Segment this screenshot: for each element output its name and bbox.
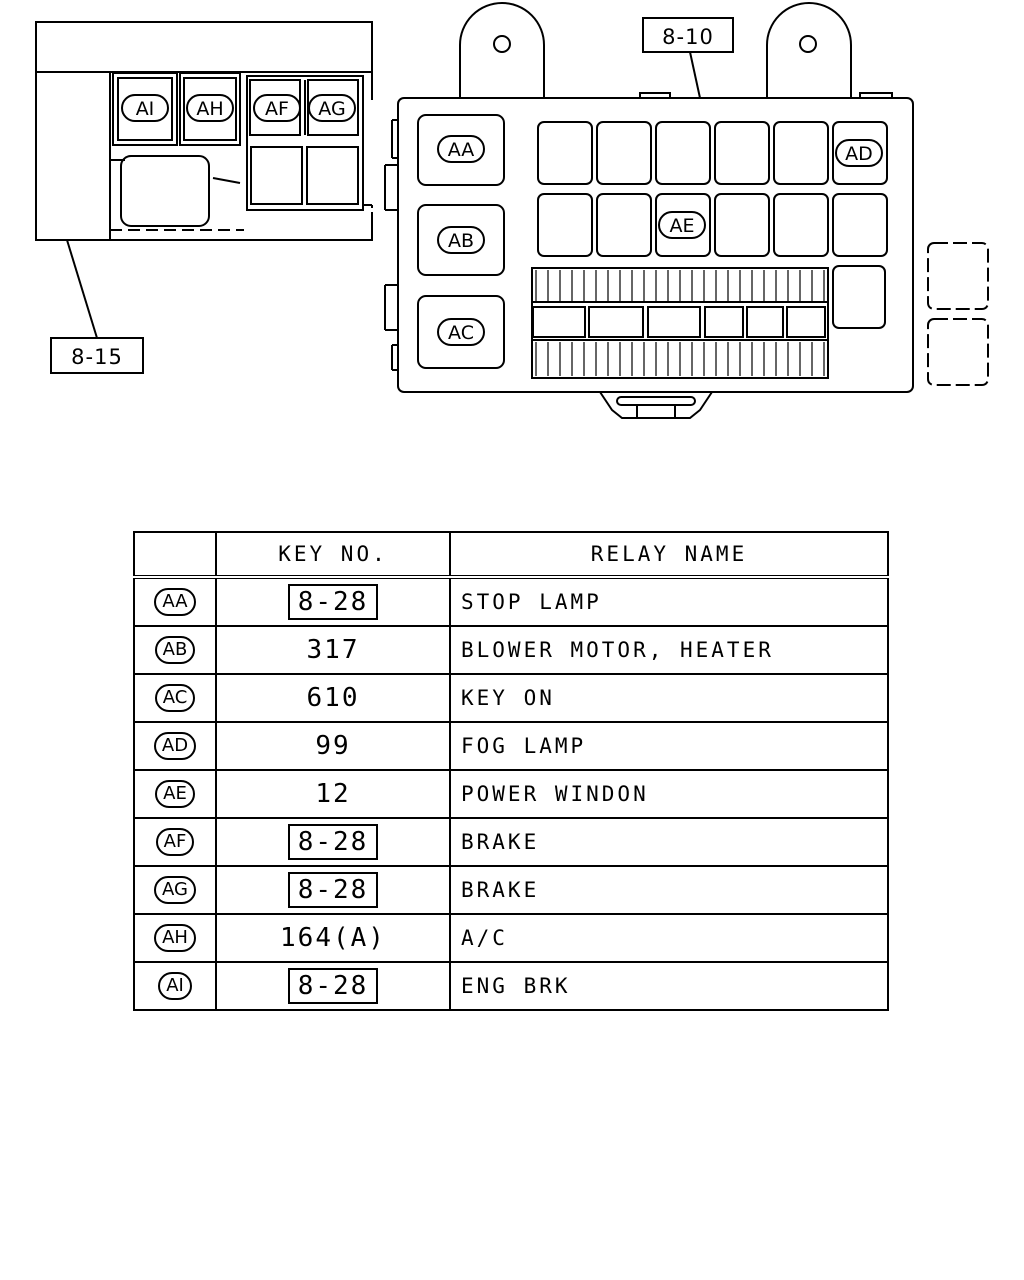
- relay-name: POWER WINDON: [449, 769, 889, 819]
- relay-id-cell: AI: [133, 961, 217, 1011]
- callout-8-10: 8-10: [642, 17, 734, 99]
- relay-id: AD: [153, 732, 197, 760]
- relay-id: AE: [155, 780, 195, 808]
- relay-id-cell: AA: [133, 576, 217, 627]
- table-row: AG 8-28 BRAKE: [133, 865, 889, 915]
- table-row: AI 8-28 ENG BRK: [133, 961, 889, 1011]
- table-row: AF 8-28 BRAKE: [133, 817, 889, 867]
- table-row: AH 164(A) A/C: [133, 913, 889, 963]
- relay-id: AF: [155, 828, 195, 856]
- key-no: 317: [306, 635, 360, 665]
- table-row: AE 12 POWER WINDON: [133, 769, 889, 819]
- key-no-cell: 610: [215, 673, 451, 723]
- key-no: 8-28: [287, 824, 379, 860]
- table-row: AA 8-28 STOP LAMP: [133, 576, 889, 627]
- header-relay-name: RELAY NAME: [449, 531, 889, 579]
- callout-8-10-label: 8-10: [662, 25, 714, 49]
- table-row: AC 610 KEY ON: [133, 673, 889, 723]
- relay-id: AA: [154, 588, 196, 616]
- relay-id: AB: [154, 636, 196, 664]
- relay-id-cell: AB: [133, 625, 217, 675]
- key-no-cell: 8-28: [215, 817, 451, 867]
- relay-id: AH: [154, 924, 196, 952]
- relay-id-cell: AE: [133, 769, 217, 819]
- main-relay-box: [384, 2, 989, 419]
- marker-ac: AC: [448, 322, 474, 344]
- relay-id-cell: AC: [133, 673, 217, 723]
- key-no-cell: 99: [215, 721, 451, 771]
- marker-ae: AE: [669, 215, 694, 237]
- left-relay-box: [35, 21, 373, 241]
- marker-ab: AB: [448, 230, 474, 252]
- key-no: 12: [315, 779, 351, 809]
- table-row: AB 317 BLOWER MOTOR, HEATER: [133, 625, 889, 675]
- key-no: 8-28: [287, 872, 379, 908]
- relay-markers: AI AH AF AG AA AB AC AD AE: [121, 94, 883, 346]
- relay-id: AG: [154, 876, 196, 904]
- table-row: AD 99 FOG LAMP: [133, 721, 889, 771]
- relay-name: KEY ON: [449, 673, 889, 723]
- table-header-row: KEY NO. RELAY NAME: [133, 531, 889, 579]
- relay-box-diagram: 8-15: [35, 2, 989, 419]
- key-no: 8-28: [287, 584, 379, 620]
- key-no: 8-28: [287, 968, 379, 1004]
- relay-id-cell: AD: [133, 721, 217, 771]
- marker-ag: AG: [318, 98, 345, 120]
- key-no-cell: 164(A): [215, 913, 451, 963]
- marker-ad: AD: [845, 143, 873, 165]
- relay-name: BLOWER MOTOR, HEATER: [449, 625, 889, 675]
- relay-name: ENG BRK: [449, 961, 889, 1011]
- relay-name: BRAKE: [449, 817, 889, 867]
- key-no-cell: 8-28: [215, 576, 451, 627]
- header-key-no: KEY NO.: [215, 531, 451, 579]
- key-no: 164(A): [280, 923, 386, 953]
- key-no-cell: 8-28: [215, 865, 451, 915]
- key-no: 610: [306, 683, 360, 713]
- header-id-col: [133, 531, 217, 579]
- marker-aa: AA: [448, 139, 475, 161]
- relay-name: FOG LAMP: [449, 721, 889, 771]
- relay-id-cell: AF: [133, 817, 217, 867]
- key-no-cell: 8-28: [215, 961, 451, 1011]
- callout-8-15: 8-15: [50, 239, 144, 374]
- relay-id-cell: AH: [133, 913, 217, 963]
- relay-name: BRAKE: [449, 865, 889, 915]
- relay-name: A/C: [449, 913, 889, 963]
- key-no-cell: 12: [215, 769, 451, 819]
- relay-name: STOP LAMP: [449, 576, 889, 627]
- callout-8-15-label: 8-15: [71, 345, 123, 369]
- key-no: 99: [315, 731, 351, 761]
- key-no-cell: 317: [215, 625, 451, 675]
- marker-af: AF: [265, 98, 289, 120]
- marker-ai: AI: [136, 98, 155, 120]
- relay-id-cell: AG: [133, 865, 217, 915]
- relay-id: AC: [154, 684, 196, 712]
- relay-id: AI: [158, 972, 192, 1000]
- marker-ah: AH: [196, 98, 223, 120]
